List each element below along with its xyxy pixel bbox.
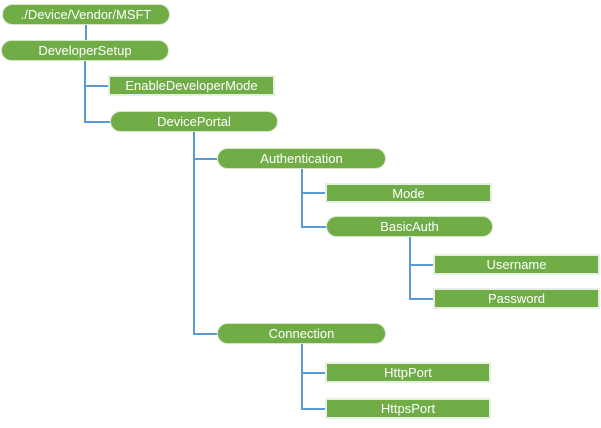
connector-line-vertical [408,237,411,300]
connector-line-horizontal [301,225,326,228]
tree-node-label: Mode [392,185,425,201]
connector-line-horizontal [85,84,108,87]
connector-line-horizontal [301,371,325,374]
tree-node-device-vendor-msft: ./Device/Vendor/MSFT [2,4,170,25]
tree-node-label: DeveloperSetup [38,43,132,58]
tree-node-label: Connection [268,326,335,341]
tree-node-label: Authentication [260,151,343,166]
tree-node-label: BasicAuth [380,219,439,234]
tree-node-label: Password [487,291,546,306]
tree-node-deviceportal: DevicePortal [110,111,278,132]
connector-line-horizontal [194,332,217,335]
tree-node-mode: Mode [325,183,492,203]
connector-line-vertical [85,25,87,40]
connector-line-vertical [193,132,195,335]
tree-node-httpsport: HttpsPort [325,398,491,419]
tree-node-authentication: Authentication [217,148,386,169]
connector-line-horizontal [409,263,433,266]
connector-line-vertical [84,61,86,123]
tree-node-httpport: HttpPort [325,362,491,383]
tree-node-connection: Connection [217,323,386,344]
tree-node-label: HttpPort [384,365,432,380]
tree-node-username: Username [433,254,600,275]
connector-line-horizontal [301,192,325,194]
connector-line-horizontal [301,407,325,410]
tree-node-label: DevicePortal [157,114,231,129]
tree-node-label: Username [486,257,547,272]
tree-node-basicauth: BasicAuth [326,216,493,237]
tree-node-password: Password [433,288,600,309]
tree-node-developersetup: DeveloperSetup [1,40,169,61]
connector-line-horizontal [194,157,217,160]
tree-node-label: HttpsPort [380,401,436,416]
connector-line-horizontal [409,297,433,300]
connector-line-horizontal [85,120,110,123]
connector-line-vertical [300,344,303,410]
connector-line-vertical [300,169,303,228]
tree-node-label: EnableDeveloperMode [125,78,258,93]
tree-node-label: ./Device/Vendor/MSFT [20,7,152,22]
tree-node-enabledevelopermode: EnableDeveloperMode [108,75,275,96]
